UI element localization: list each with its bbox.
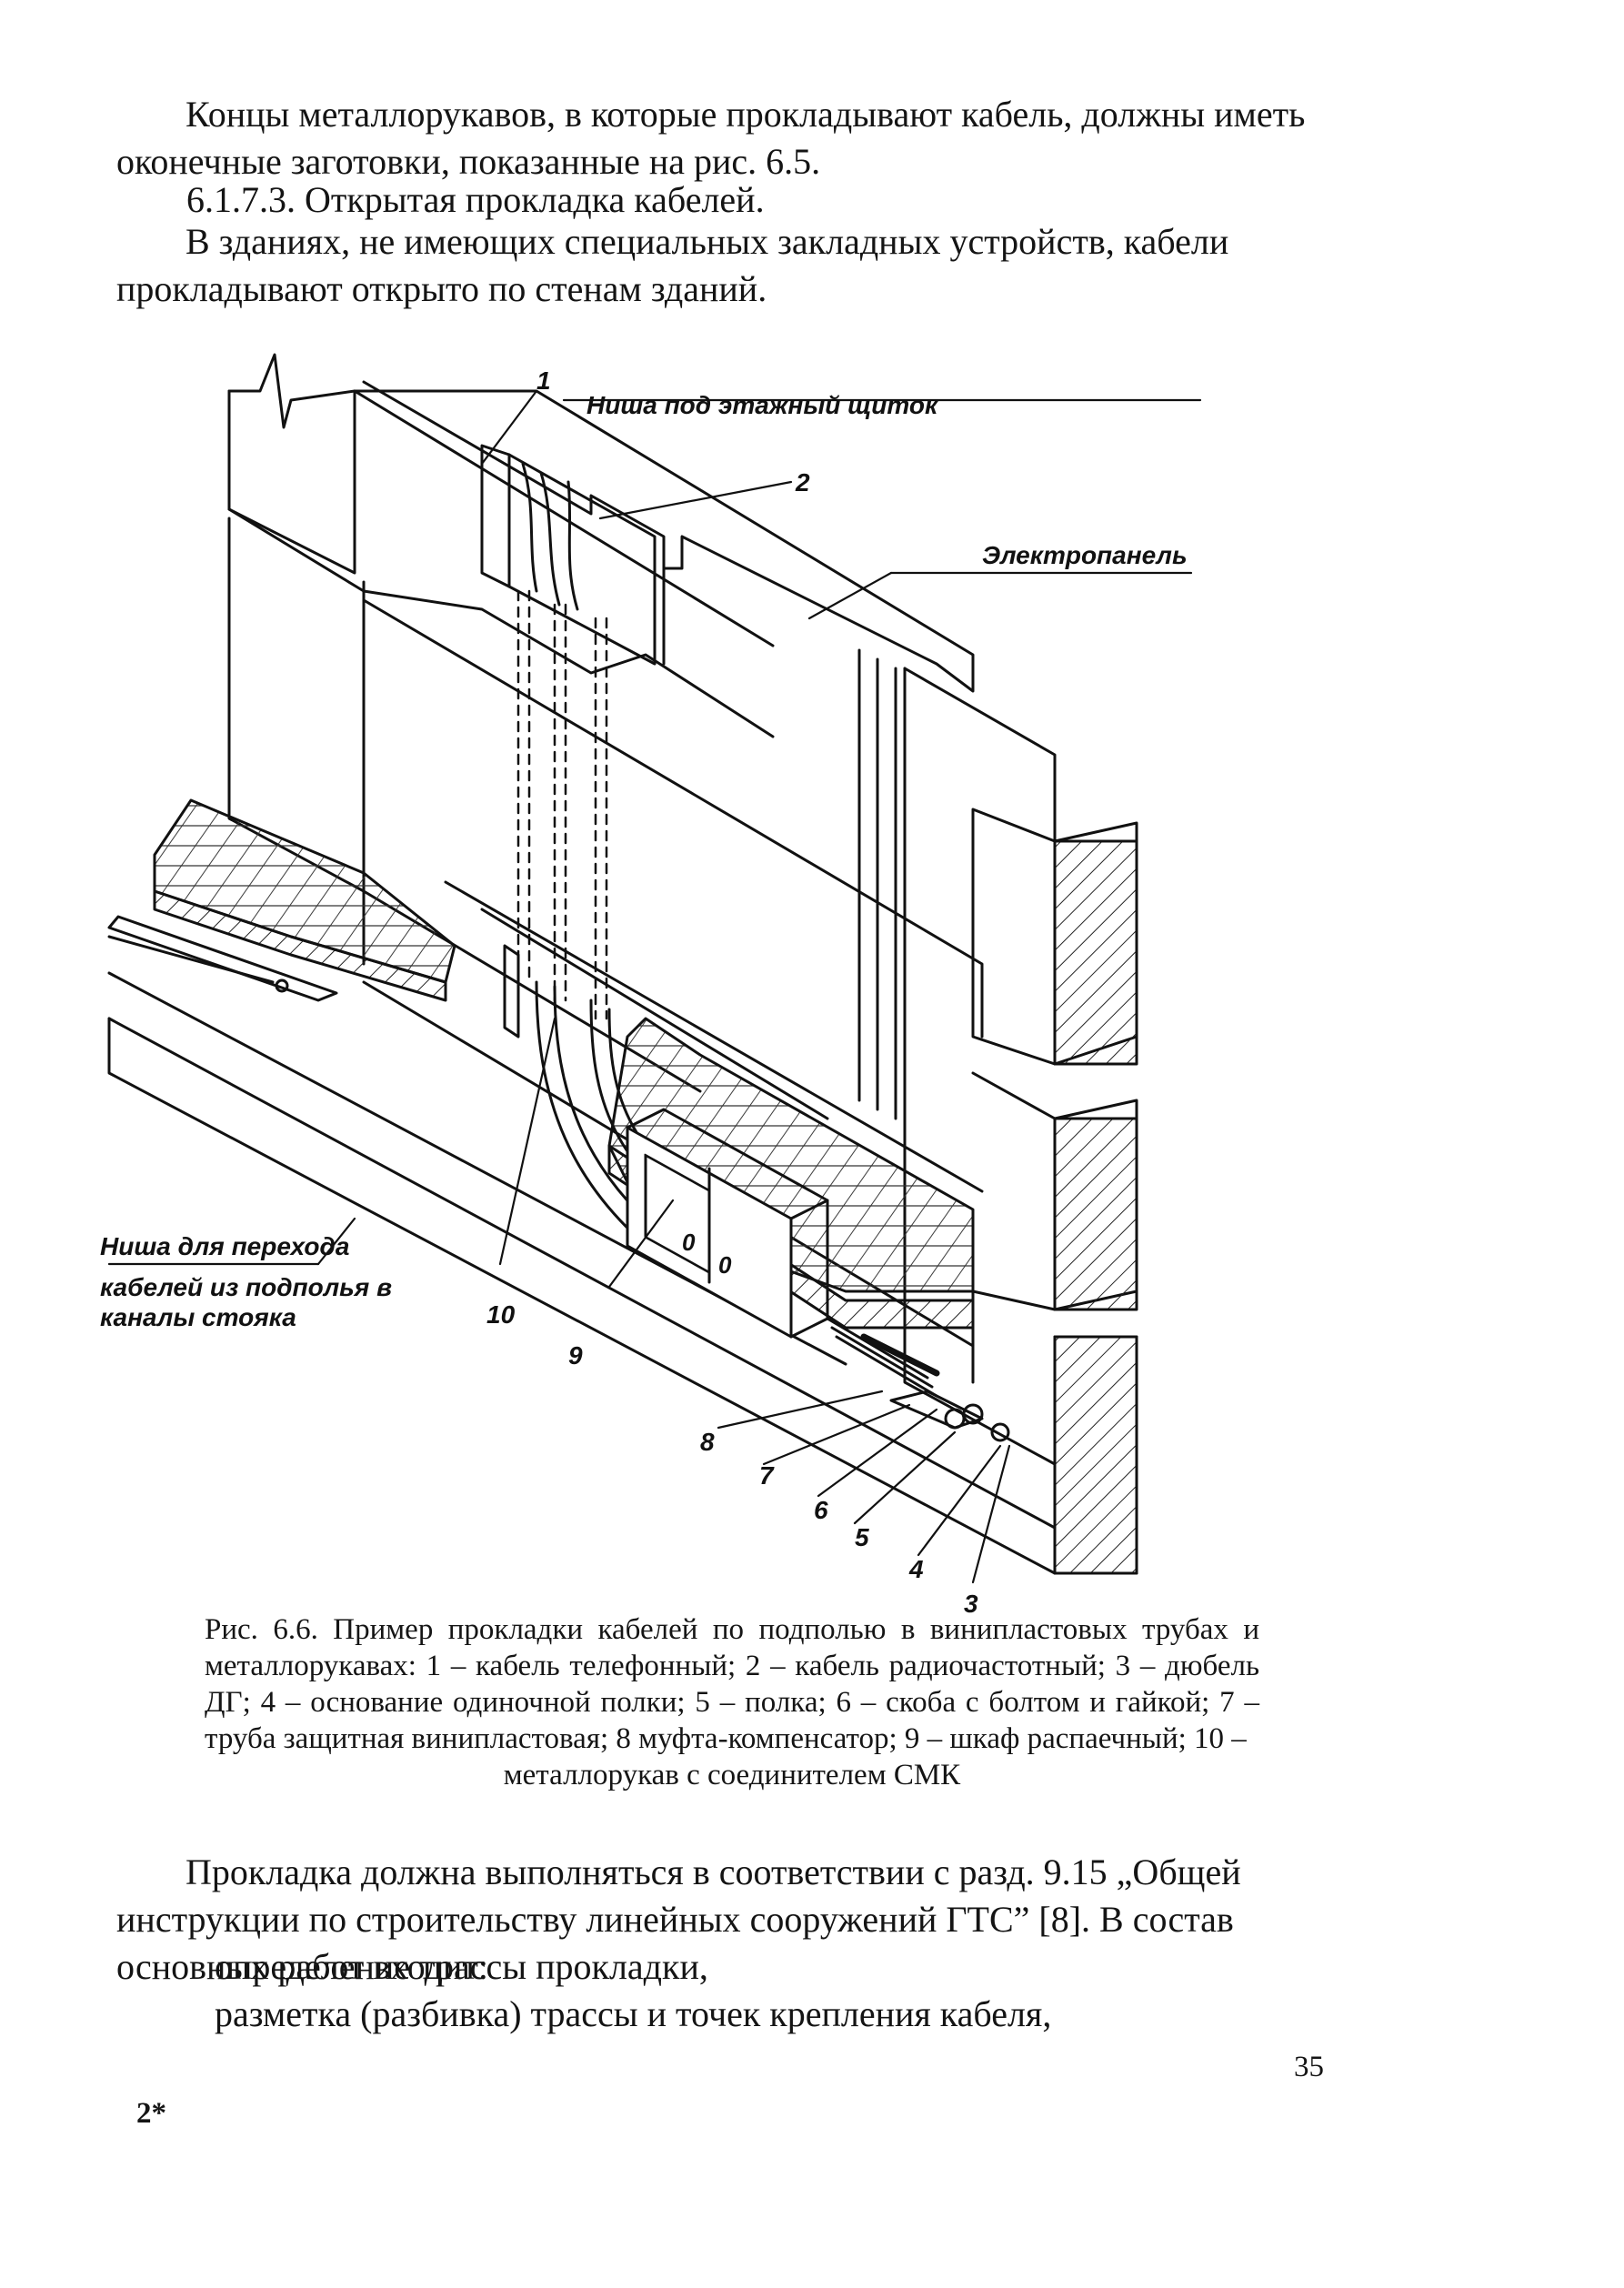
box-mark-2: 0 xyxy=(718,1251,732,1279)
list-item-2: разметка (разбивка) трассы и точек крепл… xyxy=(215,1993,1052,2034)
label-niche-transition-line-1: Ниша для перехода xyxy=(100,1232,349,1260)
intro-paragraph-2-text: В зданиях, не имеющих специальных заклад… xyxy=(116,221,1229,309)
label-electropanel: Электропанель xyxy=(982,541,1188,569)
transition-niche xyxy=(503,944,520,1039)
label-niche-panel: Ниша под этажный щиток xyxy=(586,391,939,419)
figure-caption-last-line: металлорукав с соединителем СМК xyxy=(503,1759,961,1791)
box-mark-1: 0 xyxy=(682,1229,696,1256)
callout-7: 7 xyxy=(759,1461,775,1490)
upper-wall-panel xyxy=(227,353,975,738)
callout-4: 4 xyxy=(908,1555,924,1583)
body-paragraph: Прокладка должна выполняться в соответст… xyxy=(116,1849,1362,1991)
callout-9: 9 xyxy=(568,1341,583,1370)
hatched-wall-section-1 xyxy=(1053,839,1138,1066)
leader-lines xyxy=(107,389,1202,1584)
distribution-box xyxy=(626,1108,829,1339)
vertical-channel xyxy=(857,648,897,1120)
intro-paragraph-1: Концы металлорукавов, в которые проклады… xyxy=(116,91,1353,186)
figure-caption-body: Рис. 6.6. Пример прокладки кабелей по по… xyxy=(205,1613,1259,1755)
panel-niche xyxy=(480,444,666,666)
callout-1: 1 xyxy=(536,366,551,395)
hatched-wall-section-2 xyxy=(1053,1117,1138,1311)
section-heading: 6.1.7.3. Открытая прокладка кабелей. xyxy=(186,179,765,220)
protective-pipes xyxy=(826,1317,1010,1442)
callout-5: 5 xyxy=(855,1523,869,1551)
label-niche-transition-line-2: кабелей из подполья в xyxy=(100,1273,392,1301)
hatched-wall-section-3 xyxy=(1053,1335,1138,1575)
intro-paragraph-2: В зданиях, не имеющих специальных заклад… xyxy=(116,218,1353,313)
list-item-1: определение трассы прокладки, xyxy=(215,1946,708,1987)
figure-caption: Рис. 6.6. Пример прокладки кабелей по по… xyxy=(205,1611,1259,1793)
intro-paragraph-1-text: Концы металлорукавов, в которые проклады… xyxy=(116,94,1306,182)
callout-3: 3 xyxy=(964,1590,978,1618)
callout-6: 6 xyxy=(814,1496,828,1524)
figure-cable-laying: Ниша под этажный щиток Электропанель Ниш… xyxy=(100,346,1264,1618)
cables-upper xyxy=(521,462,579,611)
figure-drawing: Ниша под этажный щиток Электропанель Ниш… xyxy=(100,353,1202,1618)
callout-8: 8 xyxy=(700,1428,715,1456)
signature-mark: 2* xyxy=(136,2097,166,2130)
hidden-conduits xyxy=(516,589,608,1020)
label-niche-transition-line-3: каналы стояка xyxy=(100,1303,296,1331)
mounting-rail xyxy=(107,915,338,1002)
body-paragraph-text: Прокладка должна выполняться в соответст… xyxy=(116,1851,1241,1987)
callout-2: 2 xyxy=(795,468,810,497)
floor-slab-left xyxy=(153,798,456,1002)
callout-10: 10 xyxy=(486,1300,516,1329)
page-number: 35 xyxy=(1294,2051,1324,2083)
